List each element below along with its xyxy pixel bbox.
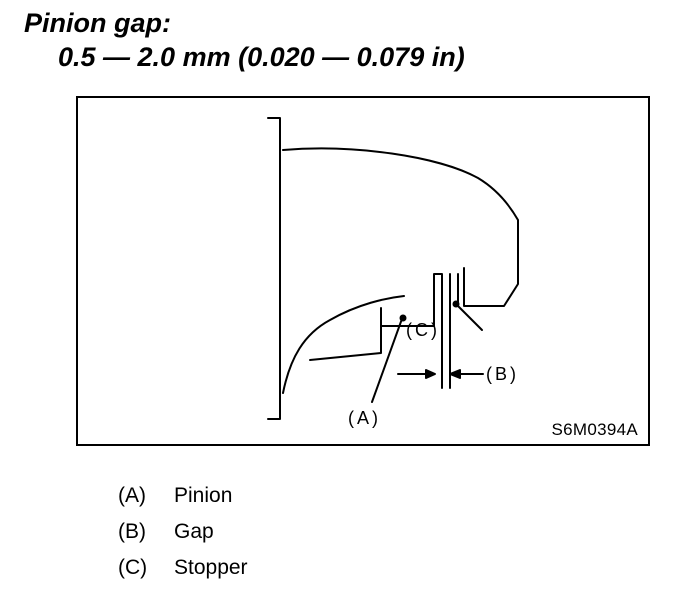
housing-bracket bbox=[267, 117, 281, 420]
pinion-diagram-drawing bbox=[267, 117, 519, 420]
spec-title: Pinion gap: bbox=[24, 8, 171, 38]
gap-arrowhead-right bbox=[449, 369, 461, 379]
housing-upper-profile bbox=[282, 147, 519, 307]
pinion-face bbox=[380, 273, 443, 389]
callout-a: (A) bbox=[348, 408, 381, 428]
legend-item: (C) Stopper bbox=[118, 550, 248, 586]
legend-key: (A) bbox=[118, 484, 146, 507]
leader-c-dot bbox=[452, 300, 460, 308]
leader-a bbox=[371, 315, 404, 403]
callout-c: (C) bbox=[406, 320, 440, 340]
legend-item: (B) Gap bbox=[118, 514, 248, 550]
leader-a-dot bbox=[399, 314, 407, 322]
pinion-gap-figure: (C) (B) (A) S6M0394A bbox=[76, 96, 650, 446]
spec-value: 0.5 — 2.0 mm (0.020 — 0.079 in) bbox=[58, 42, 465, 72]
legend: (A) Pinion (B) Gap (C) Stopper bbox=[118, 478, 248, 586]
legend-key: (B) bbox=[118, 520, 146, 543]
callout-b: (B) bbox=[486, 364, 519, 384]
legend-item: (A) Pinion bbox=[118, 478, 248, 514]
figure-code: S6M0394A bbox=[551, 420, 638, 439]
legend-label: Stopper bbox=[174, 556, 248, 579]
gap-arrowhead-left bbox=[425, 369, 436, 379]
legend-label: Gap bbox=[174, 520, 214, 543]
legend-label: Pinion bbox=[174, 484, 233, 507]
spec-heading: Pinion gap: 0.5 — 2.0 mm (0.020 — 0.079 … bbox=[24, 6, 465, 74]
pinion-lower-curve bbox=[282, 295, 405, 394]
legend-key: (C) bbox=[118, 556, 148, 579]
pinion-body bbox=[309, 307, 382, 361]
leader-c bbox=[455, 303, 483, 331]
